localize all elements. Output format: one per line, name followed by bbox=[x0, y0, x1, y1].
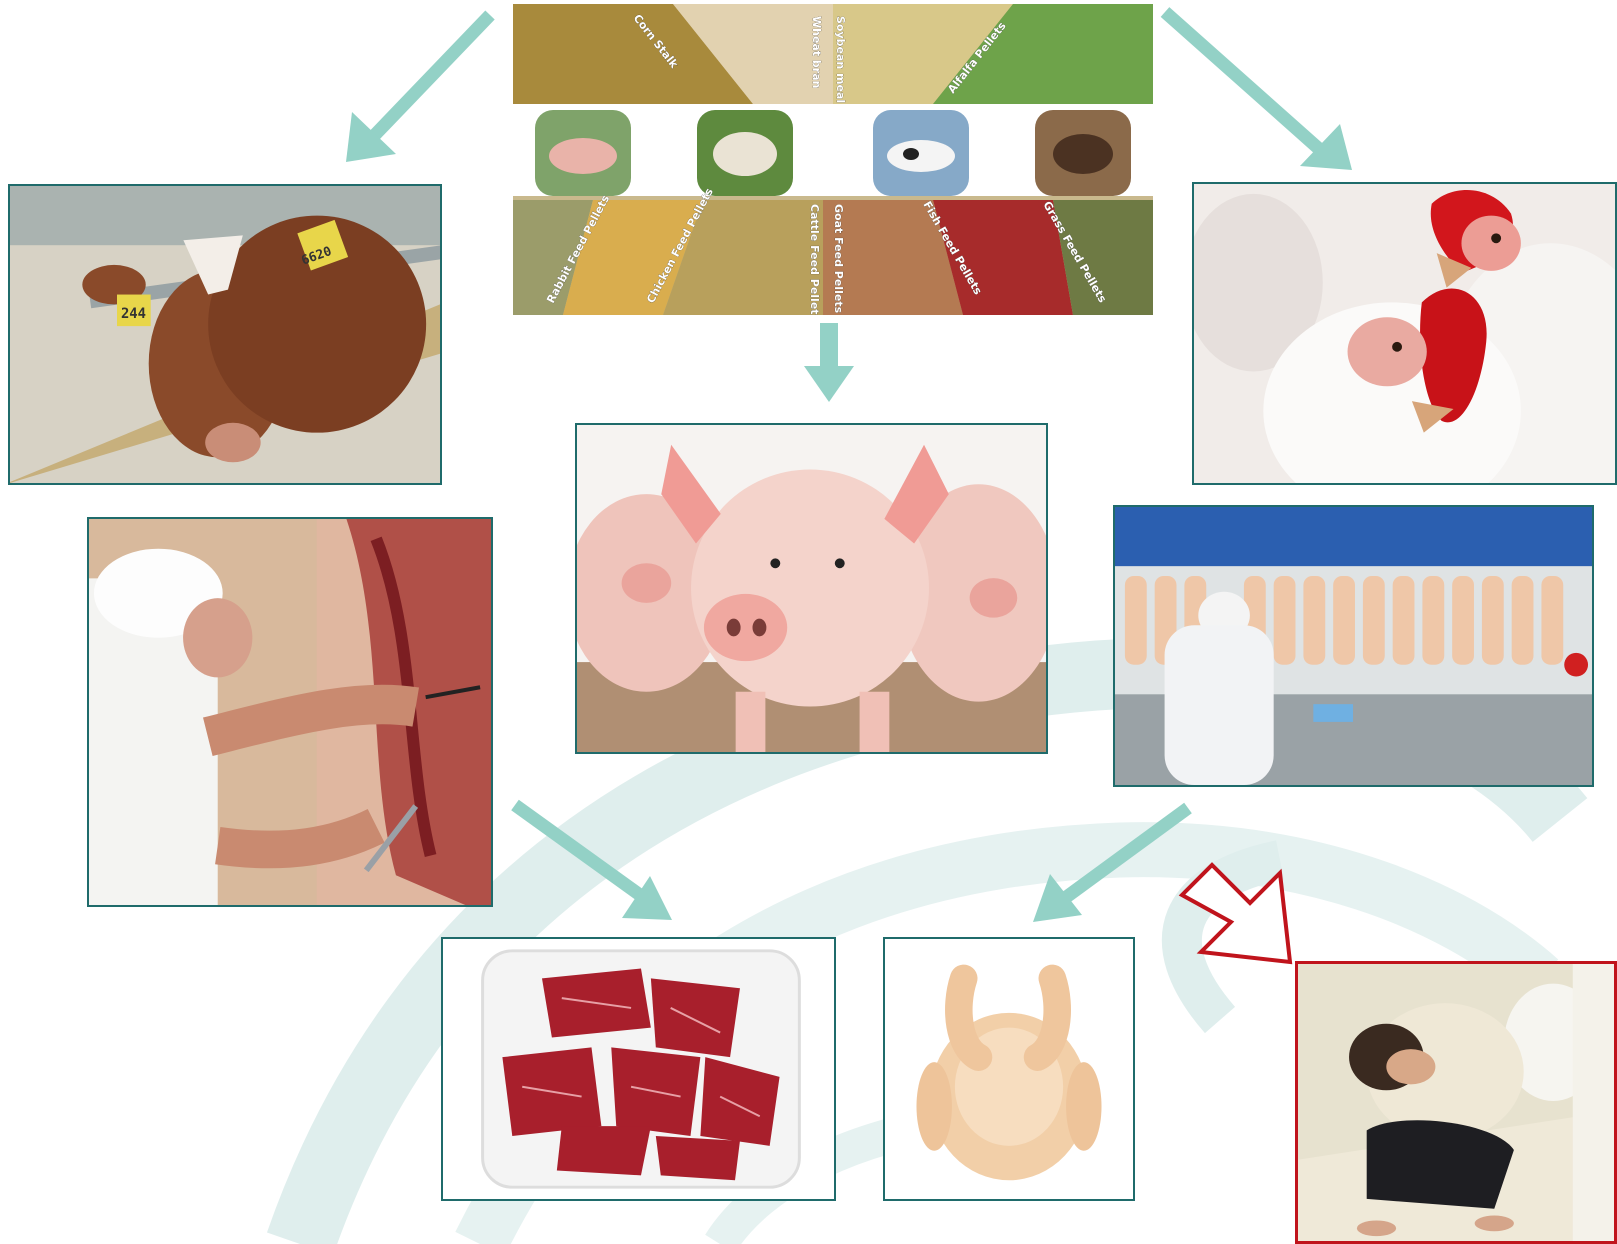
raw-chicken-photo bbox=[883, 937, 1135, 1201]
calf-photo: 244 6620 bbox=[8, 184, 442, 485]
feed-label-wheat-bran: Wheat bran bbox=[810, 16, 823, 89]
ear-tag-left-number: 244 bbox=[121, 306, 146, 322]
butcher-photo bbox=[87, 517, 493, 907]
animal-feed-collage: Corn Stalk Wheat bran Soybean meal Alfal… bbox=[513, 4, 1153, 315]
pigs-photo bbox=[575, 423, 1048, 754]
chickens-photo bbox=[1192, 182, 1617, 485]
feed-label-cattle-feed-pellets: Cattle Feed Pellets bbox=[808, 204, 821, 315]
feed-label-soybean-meal: Soybean meal bbox=[834, 16, 847, 103]
poultry-processing-photo bbox=[1113, 505, 1594, 787]
sick-person-photo bbox=[1295, 961, 1617, 1244]
raw-beef-photo bbox=[441, 937, 836, 1201]
feed-label-goat-feed-pellets: Goat Feed Pellets bbox=[832, 204, 845, 314]
